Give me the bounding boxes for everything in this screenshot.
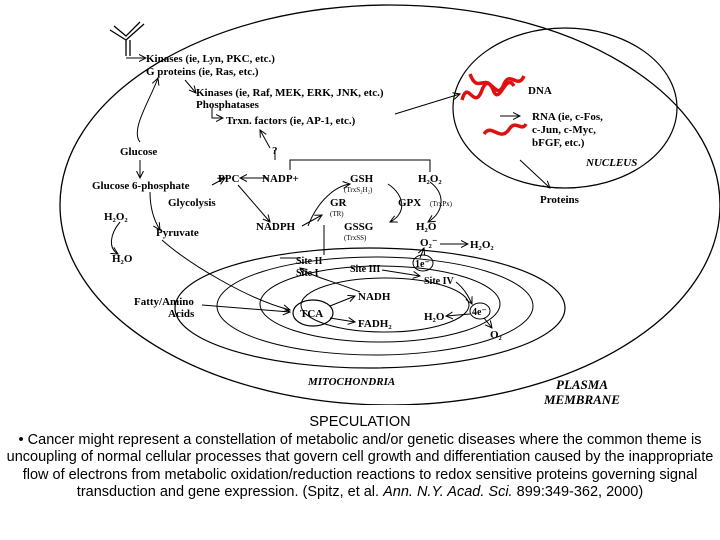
- gsh-label: GSH: [350, 173, 374, 185]
- arrow-tca-to-fadh2: [329, 318, 355, 322]
- glucose-6-phosphate-label: Glucose 6-phosphate: [92, 180, 190, 192]
- arrow-4e-to-o2: [483, 317, 492, 328]
- plasma-label: PLASMA: [556, 377, 608, 392]
- arrow-site-iv-to-4e: [455, 281, 472, 304]
- h2o-mito-label: H₂O: [424, 311, 445, 323]
- h2o2-right-mid-label: H₂O₂: [470, 239, 494, 251]
- mitochondria-ring-3: [259, 265, 501, 343]
- tca-cycle-circle: [292, 299, 334, 327]
- arrow-1e-to-o2minus: [420, 248, 424, 259]
- cell-diagram: Kinases (ie, Lyn, PKC, etc.) G proteins …: [59, 4, 720, 405]
- g-proteins-label: G proteins (ie, Ras, etc.): [146, 66, 259, 78]
- four-electron-label: 4e⁻: [472, 307, 487, 318]
- rna-label-line3: bFGF, etc.): [532, 137, 585, 149]
- site-iv-label: Site IV: [424, 276, 455, 287]
- arrow-4e-to-h2o: [446, 314, 471, 316]
- downstream-kinases-label: Kinases (ie, Raf, MEK, ERK, JNK, etc.): [196, 87, 384, 99]
- caption-citation-end: 899:349-362, 2000): [516, 484, 644, 500]
- arrow-g6p-to-ppc: [211, 178, 225, 186]
- gpx-label: GPX: [398, 197, 421, 209]
- ppc-label: PPC: [218, 173, 239, 185]
- arrow-ppc-to-nadph: [237, 184, 270, 222]
- arrow-gprot-to-kinases: [184, 79, 196, 93]
- h2o-right-label: H₂O: [416, 221, 437, 233]
- one-electron-label: 1e⁻: [415, 259, 430, 270]
- nadp-label: NADP+: [262, 173, 299, 185]
- nucleus-outline: [452, 27, 678, 189]
- arrow-nadh-to-site-i: [300, 268, 361, 293]
- h2o2-left-label: H₂O₂: [104, 211, 128, 223]
- rna-label-line2: c-Jun, c-Myc,: [532, 124, 596, 136]
- question-mark: ?: [272, 145, 278, 157]
- nucleus-label: NUCLEUS: [585, 157, 637, 169]
- arrow-glucose-to-gproteins: [136, 78, 158, 143]
- site-ii-label: Site II: [296, 256, 323, 267]
- proteins-label: Proteins: [540, 194, 580, 206]
- acids-label: Acids: [168, 308, 195, 320]
- one-electron-badge: [412, 254, 434, 272]
- glycolysis-label: Glycolysis: [168, 197, 216, 209]
- arrow-tca-to-nadh: [329, 296, 355, 307]
- arrow-h2o2-to-h2o-right: [428, 181, 442, 222]
- mitochondria-outer-ring: [174, 247, 566, 369]
- pyruvate-label: Pyruvate: [156, 227, 199, 239]
- receptor-kinases-label: Kinases (ie, Lyn, PKC, etc.): [146, 53, 275, 65]
- plasma-membrane-outline: [59, 4, 720, 405]
- o2-minus-label: O₂⁻: [420, 237, 438, 249]
- dna-label: DNA: [528, 85, 552, 97]
- trx-s2h2-label: (TrxS₂H₂): [344, 186, 373, 194]
- trx-ss-label: (TrxSS): [344, 234, 367, 242]
- arrow-trxn-to-dna: [394, 94, 460, 115]
- arrow-fatty-to-tca: [201, 304, 290, 312]
- mitochondria-label: MITOCHONDRIA: [307, 376, 395, 388]
- arrow-h2o2-to-h2o-left: [111, 221, 121, 254]
- trx-px-label: (TrxPx): [430, 200, 453, 208]
- four-electron-badge: [469, 302, 491, 320]
- caption: SPECULATION • Cancer might represent a c…: [6, 414, 714, 502]
- site-i-label: Site I: [296, 268, 319, 279]
- arrow-gsh-to-gssg: [387, 183, 403, 222]
- rna-label-line1: RNA (ie, c-Fos,: [532, 111, 603, 123]
- h2o-left-label: H₂O: [112, 253, 133, 265]
- arrow-nucleus-to-proteins: [519, 159, 550, 188]
- trx-r-label: (TR): [330, 210, 344, 218]
- caption-bullet: •: [18, 431, 24, 448]
- rna-strand-icon: [482, 122, 528, 136]
- gssg-label: GSSG: [344, 221, 374, 233]
- o2-mito-label: O₂: [490, 329, 503, 341]
- trxn-factors-label: Trxn. factors (ie, AP-1, etc.): [226, 115, 356, 127]
- membrane-label: MEMBRANE: [543, 392, 620, 405]
- line-nadp-up: [289, 159, 431, 172]
- arrow-g6p-to-pyruvate: [149, 191, 160, 230]
- caption-body: Cancer might represent a constellation o…: [6, 431, 714, 501]
- h2o2-right-top-label: H₂O₂: [418, 173, 442, 185]
- phosphatases-label: Phosphatases: [196, 99, 260, 111]
- fatty-amino-acids-label: Fatty/Amino: [134, 296, 194, 308]
- caption-journal: Ann. N.Y. Acad. Sci.: [383, 484, 513, 500]
- caption-title: SPECULATION: [309, 414, 411, 430]
- nadph-label: NADPH: [256, 221, 296, 233]
- nadh-label: NADH: [358, 291, 391, 303]
- dna-strand-icon-2: [468, 73, 516, 97]
- arrow-nadph-to-gr: [301, 215, 322, 227]
- arrow-kinases-to-trxn: [211, 108, 223, 118]
- arrow-q-to-trxn: [260, 130, 271, 149]
- receptor-icon: [109, 21, 145, 56]
- site-iii-label: Site III: [350, 264, 380, 275]
- fadh2-label: FADH₂: [358, 318, 392, 330]
- arrow-gr-to-gsh: [307, 184, 350, 227]
- arrow-site-iii-to-iv: [381, 269, 420, 276]
- glucose-label: Glucose: [120, 146, 157, 158]
- arrow-pyruvate-to-tca: [161, 239, 290, 310]
- gr-label: GR: [330, 197, 348, 209]
- tca-label: TCA: [300, 308, 323, 320]
